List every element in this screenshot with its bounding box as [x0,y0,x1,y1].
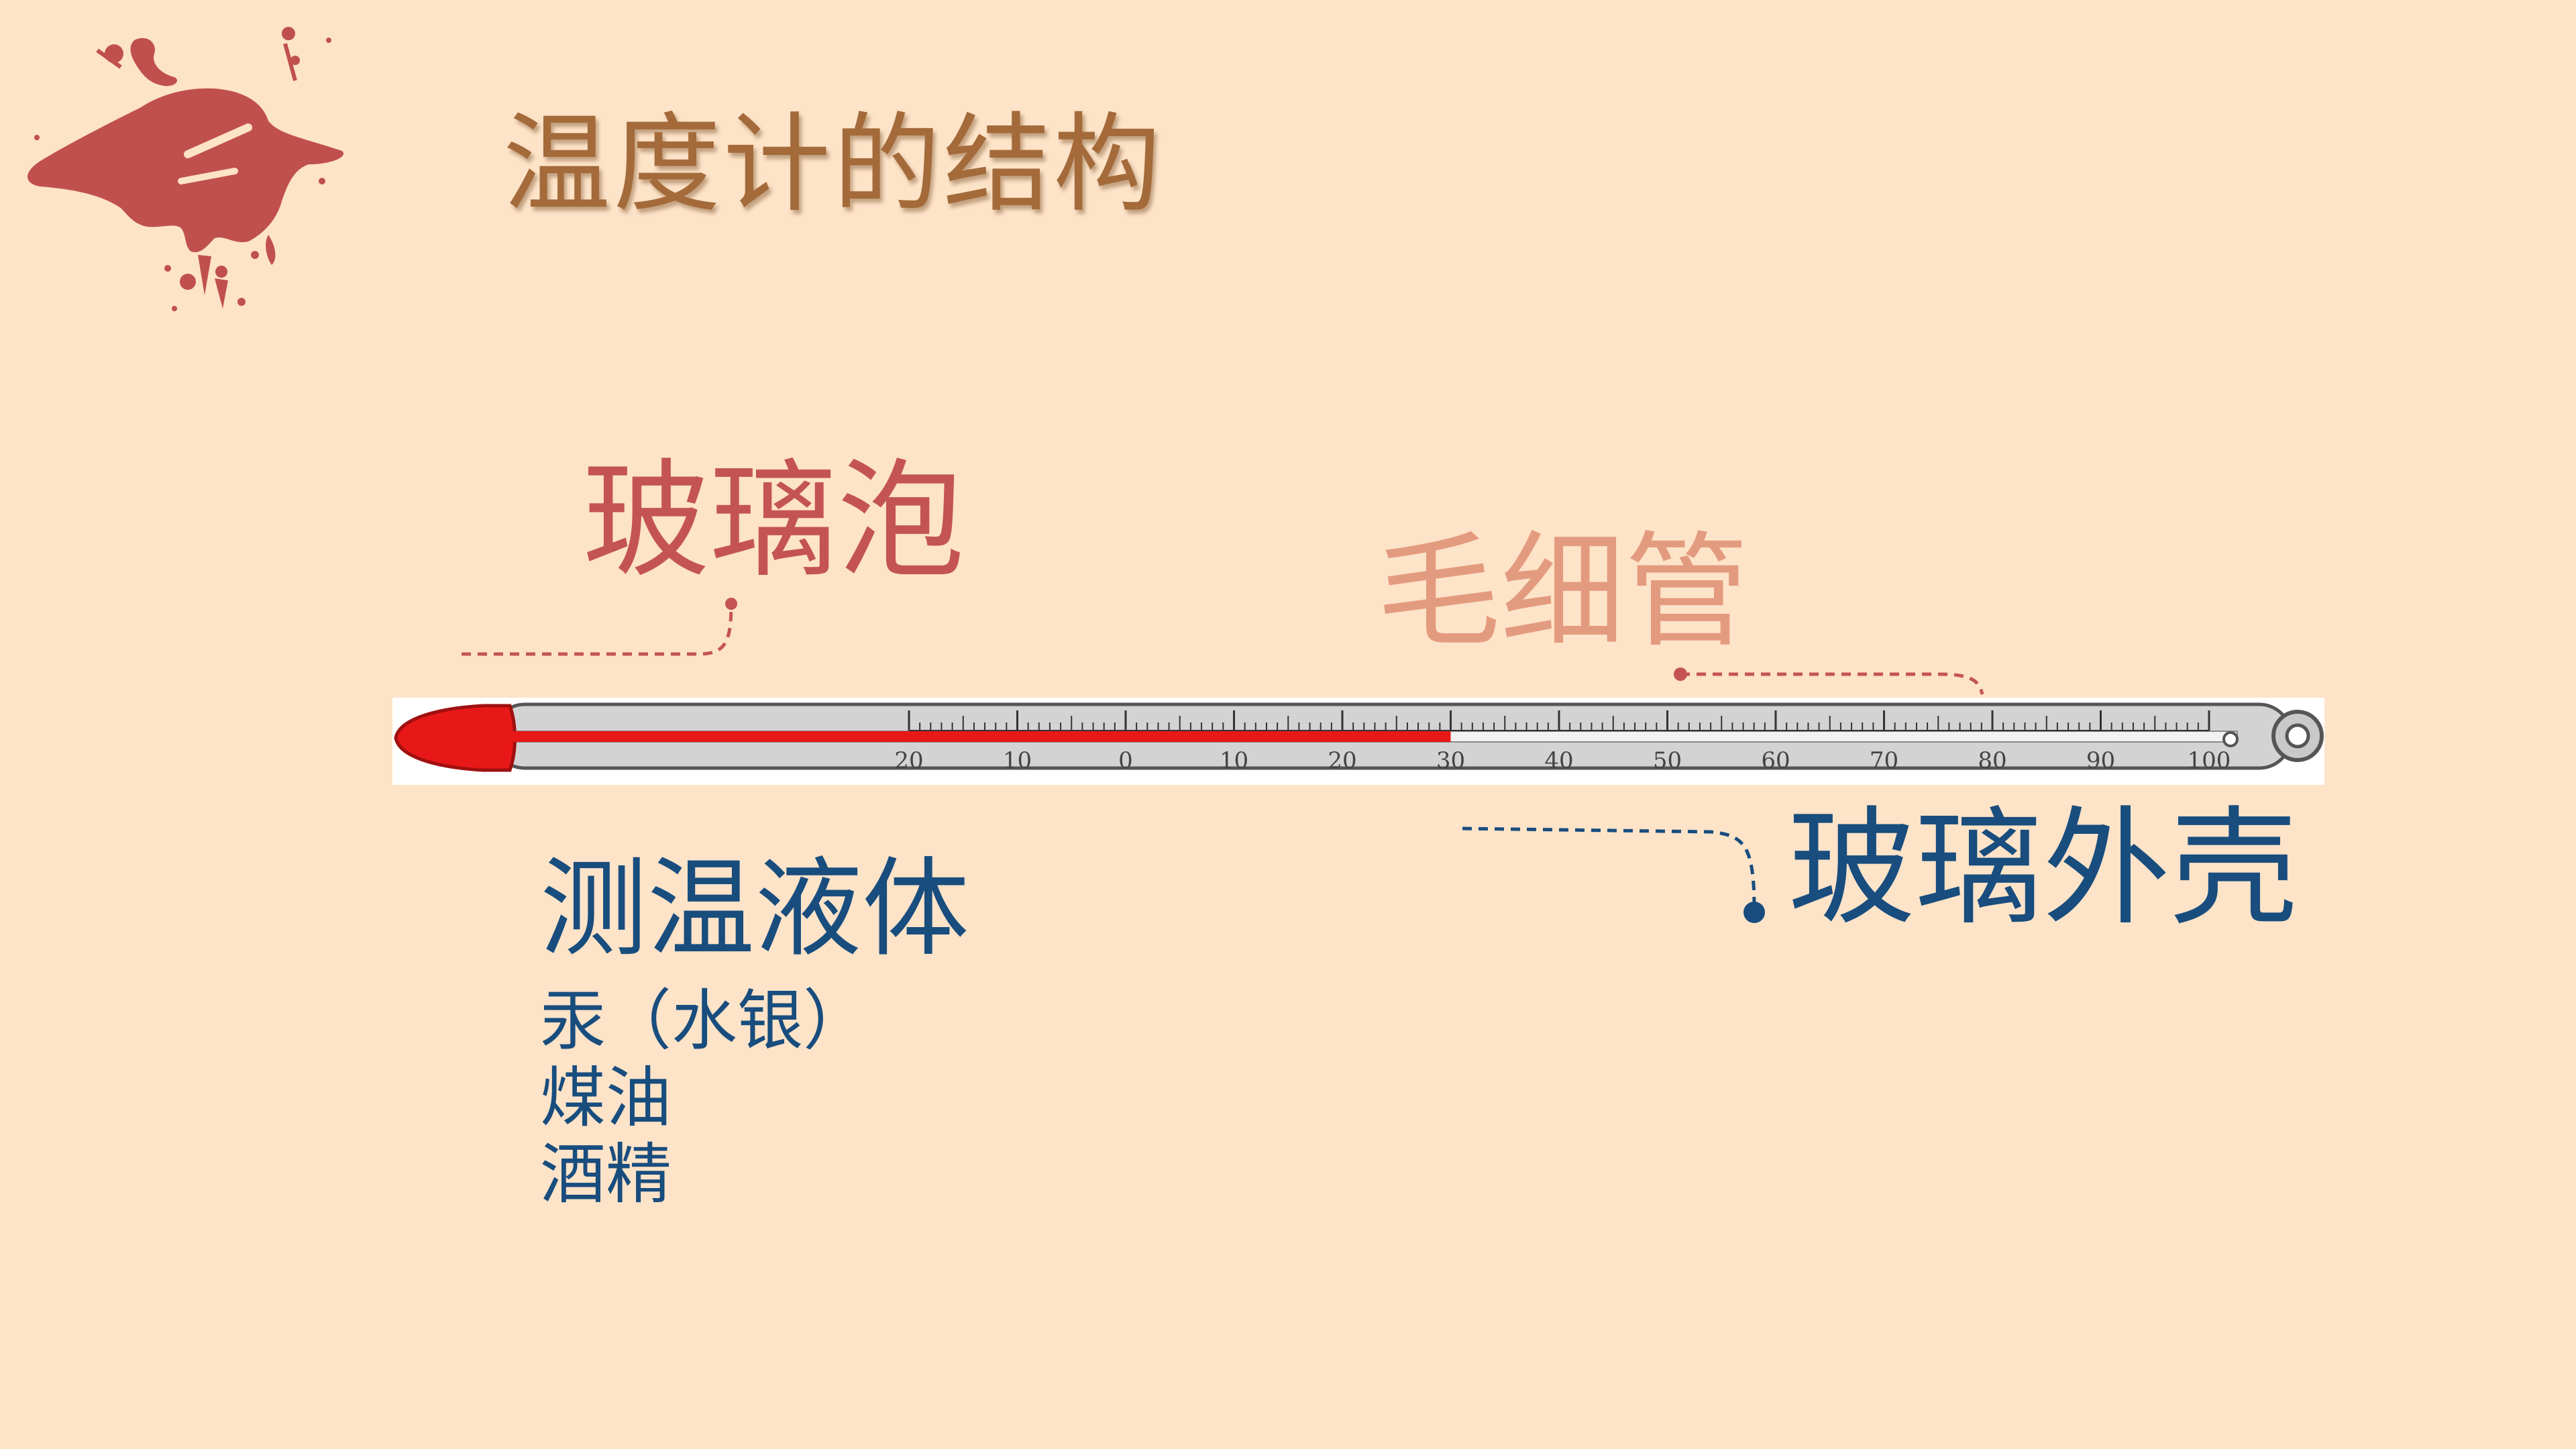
liquid-item-mercury: 汞（水银） [540,983,869,1059]
scale-label: 10 [1003,747,1032,774]
bulb-leader-line [462,603,733,656]
scale-label: 50 [1653,747,1682,774]
scale-ticks [908,710,2210,731]
scale-label: 60 [1761,747,1790,774]
mercury-column [506,731,1451,742]
scale-label: 100 [2188,747,2231,774]
liquid-list: 汞（水银） 煤油 酒精 [540,983,869,1214]
thermometric-liquid-label: 测温液体 [540,846,970,971]
liquid-item-alcohol: 酒精 [540,1136,672,1214]
glass-bulb [394,704,517,772]
scale-label: 10 [1220,747,1248,774]
scale-label: 40 [1544,747,1573,774]
scale-label: 20 [1328,747,1356,774]
scale-label: 0 [1118,747,1133,774]
capillary-end [2222,731,2239,747]
capillary-leader-line [1680,672,1984,695]
slide-title: 温度计的结构 [503,101,1164,227]
hanging-ring-hole [2285,723,2310,749]
scale-label: 70 [1870,747,1898,774]
scale-label: 80 [1978,747,2006,774]
scale-label: 20 [894,747,923,774]
capillary-label: 毛细管 [1377,519,1749,664]
capillary-leader-dot [1674,667,1687,681]
glass-shell-label: 玻璃外壳 [1788,794,2298,943]
scale-label: 90 [2086,747,2115,774]
glass-bulb-label: 玻璃泡 [582,447,965,595]
bulb-leader-dot [725,598,737,610]
ink-splash-icon [28,27,343,311]
scale-label: 30 [1436,747,1465,774]
shell-leader-line [1462,826,1756,910]
liquid-item-kerosene: 煤油 [540,1059,672,1136]
shell-leader-dot [1743,902,1765,923]
